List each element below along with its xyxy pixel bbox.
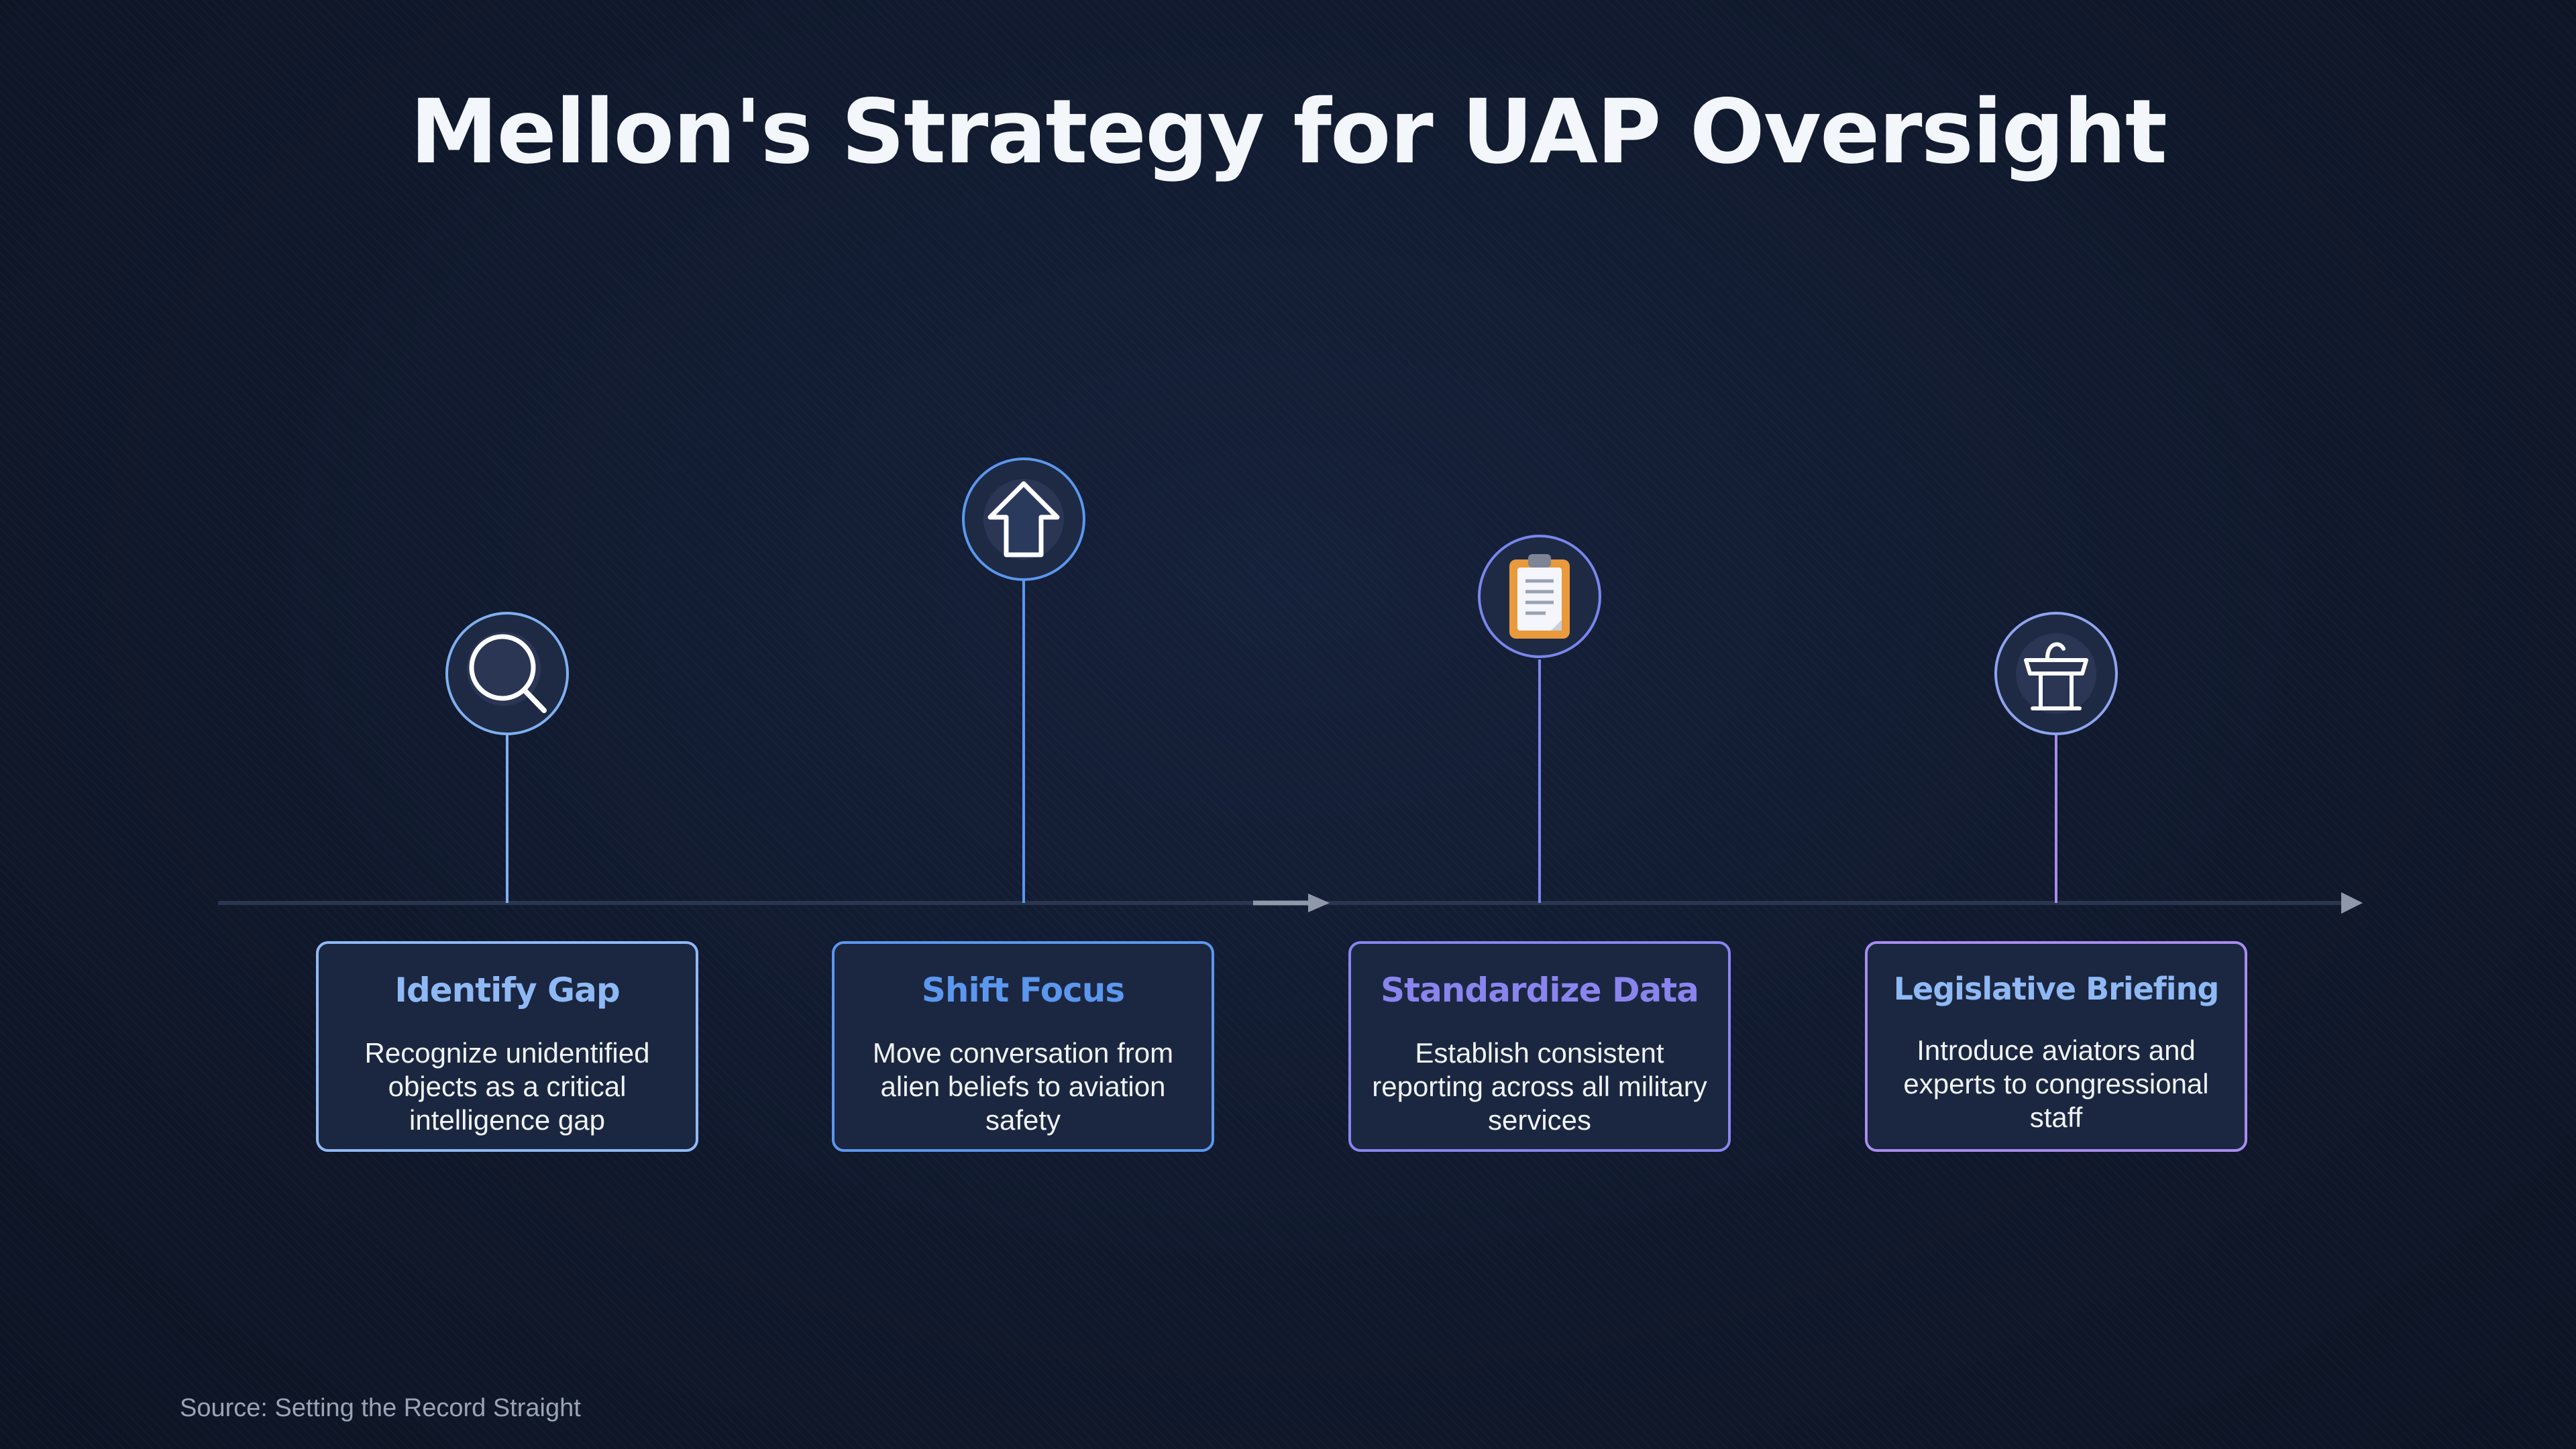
step-title: Standardize Data [1381,971,1699,1010]
step-2-node [962,458,1085,581]
step-description: Move conversation from alien beliefs to … [872,1037,1174,1136]
step-card-standardize-data: Standardize Data Establish consistent re… [1348,941,1731,1152]
step-3-node [1478,535,1601,658]
podium-icon [2016,633,2096,714]
step-description: Recognize unidentified objects as a crit… [364,1037,650,1136]
step-4-node [1994,612,2118,735]
step-title: Shift Focus [921,971,1125,1010]
up-arrow-icon [983,479,1064,559]
source-note: Source: Setting the Record Straight [180,1394,581,1422]
step-card-shift-focus: Shift Focus Move conversation from alien… [832,941,1214,1152]
step-description: Introduce aviators and experts to congre… [1903,1034,2209,1133]
step-1-node [445,612,569,735]
step-description: Establish consistent reporting across al… [1372,1037,1707,1136]
timeline-end-arrow [2341,892,2363,914]
step-title: Legislative Briefing [1893,971,2220,1007]
step-card-identify-gap: Identify Gap Recognize unidentified obje… [316,941,698,1152]
page-title: Mellon's Strategy for UAP Oversight [410,80,2167,184]
clipboard-icon [1509,554,1570,639]
step-card-legislative-briefing: Legislative Briefing Introduce aviators … [1865,941,2247,1152]
timeline-mid-arrow-head [1308,894,1330,912]
magnifying-glass-icon [467,632,547,713]
step-title: Identify Gap [394,971,620,1010]
